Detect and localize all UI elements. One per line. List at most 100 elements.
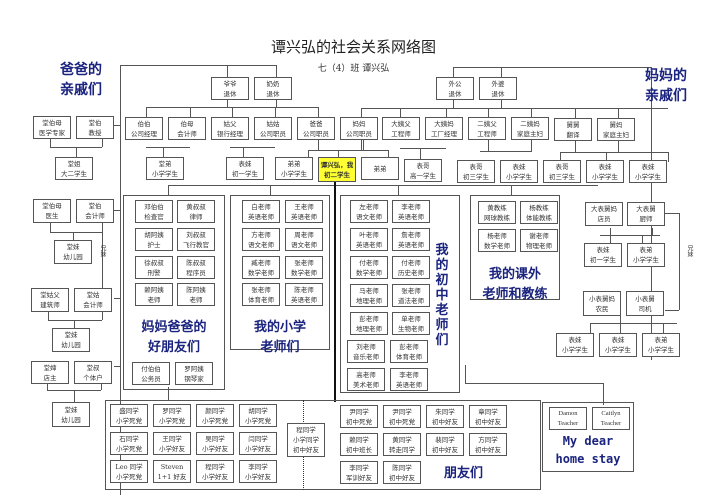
parents-friend: 胡阿姨护士 <box>135 228 173 251</box>
primary-friend: 李同学小学好友 <box>239 460 277 483</box>
node-gugu: 姑姑公司职员 <box>254 117 292 140</box>
middle-friend: 黄同学转走同学 <box>383 433 421 456</box>
node-tang-gu: 堂姑会计师 <box>74 288 112 312</box>
node-biaomei-4: 表妹小学学生 <box>629 160 667 183</box>
primary-teachers-group <box>230 195 330 350</box>
primary-friend: 程同学小学好友 <box>196 460 234 483</box>
node-tang-bo: 堂伯教授 <box>76 116 114 139</box>
primary-teacher: 臧老师数学老师 <box>242 256 280 279</box>
primary-friend: 王同学小学好友 <box>153 432 191 455</box>
node-tang-mei-2: 堂妹幼儿园 <box>52 328 90 352</box>
label-primary-teachers: 我的小学老师们 <box>253 320 306 355</box>
node-grandpa: 爷爷退休 <box>211 77 249 100</box>
node-tang-mei-3: 堂妹幼儿园 <box>52 402 90 427</box>
node-da-biaojiu: 大表舅厨师 <box>627 202 665 226</box>
node-biaoge-1: 表哥高一学生 <box>404 159 442 182</box>
node-tang-shen: 堂婶店主 <box>31 361 69 384</box>
extra-teacher: 谢老师物理老师 <box>520 229 558 252</box>
primary-friend: Leo 同学小学死党 <box>110 460 148 483</box>
node-dad: 爸爸公司职员 <box>297 117 335 140</box>
node-biaodi-2: 表弟小学学生 <box>642 333 680 357</box>
node-da-biaojiuma: 大表舅妈店员 <box>585 202 623 226</box>
parents-friend: 陈阿姨老师 <box>177 283 215 306</box>
primary-friend: 石同学小学死党 <box>110 432 148 455</box>
extra-teacher: 杨教练体能教练 <box>520 201 558 224</box>
homestay-group <box>542 402 634 472</box>
diagram-title: 谭兴弘的社会关系网络图 <box>270 38 436 56</box>
node-eryifu: 二姨父工程师 <box>468 117 506 140</box>
node-biaodi-1: 表弟小学学生 <box>627 243 665 267</box>
node-biao-sister-1: 表妹初一学生 <box>226 157 264 180</box>
primary-friend: 闫同学小学好友 <box>239 432 277 455</box>
siblings-note-right: 兄妹 <box>686 245 693 257</box>
node-waigong: 外公退休 <box>436 77 474 100</box>
middle-friend: 尹同学初中死党 <box>340 405 378 428</box>
primary-teacher: 周老师语文老师 <box>285 228 323 251</box>
primary-friend: 颜同学小学死党 <box>196 404 234 427</box>
middle-teacher: 李老师英语老师 <box>390 368 428 391</box>
node-biaoge-2: 表哥初三学生 <box>457 160 495 183</box>
node-waipo: 外婆退休 <box>479 77 517 100</box>
label-middle-teachers: 我的初中老师们 <box>435 243 449 348</box>
middle-teacher: 付老师历史老师 <box>392 256 430 279</box>
middle-teacher: 高老师美术老师 <box>347 368 385 391</box>
node-tang-bomu2: 堂伯母医生 <box>33 199 71 223</box>
friends-group <box>105 400 541 490</box>
middle-teacher: 詹老师英语老师 <box>392 228 430 251</box>
node-me: 谭兴弘，我初二学生 <box>318 157 356 182</box>
node-uncle-bo: 伯伯公司经理 <box>125 117 163 140</box>
middle-friend: 裴同学初中好友 <box>426 433 464 456</box>
node-tang-gufu: 堂姑父建筑师 <box>31 288 69 312</box>
middle-friend: 章同学初中好友 <box>469 405 507 428</box>
parents-friend: 黄叔叔律师 <box>177 200 215 223</box>
primary-friend: 盛同学小学死党 <box>110 404 148 427</box>
node-gufu: 姑父银行经理 <box>211 117 249 140</box>
parents-friend: 刘叔叔飞行教官 <box>177 228 215 251</box>
middle-teacher: 刘老师音乐老师 <box>347 340 385 363</box>
extra-teacher: 杨老师数学老师 <box>478 229 516 252</box>
middle-teacher: 左老师语文老师 <box>350 200 388 223</box>
node-biaomei-7: 表妹小学学生 <box>599 333 637 357</box>
label-extra-teachers: 我的课外老师和教练 <box>482 267 548 302</box>
primary-friend: 罗同学小学死党 <box>153 404 191 427</box>
parents-friend: 付伯伯公务员 <box>132 362 170 385</box>
diagram-subtitle: 七（4）班 谭兴弘 <box>317 64 390 74</box>
node-tang-jie: 堂姐大二学生 <box>55 157 93 180</box>
label-dad-relatives: 爸爸的亲戚们 <box>60 62 102 98</box>
middle-friend: 陈同学初中好友 <box>383 461 421 484</box>
bridge-friend: 程同学小学同学初中好友 <box>287 423 325 457</box>
extra-teacher: 黄教练网球教练 <box>478 201 516 224</box>
extra-teachers-group <box>470 195 560 300</box>
node-biaoge-3: 表哥初三学生 <box>543 160 581 183</box>
parents-friends-group <box>123 195 225 390</box>
primary-teacher: 张老师数学老师 <box>285 256 323 279</box>
node-aunt-bomu: 伯母会计师 <box>168 117 206 140</box>
label-mom-relatives: 妈妈的亲戚们 <box>645 68 687 104</box>
node-biaomei-2: 表妹小学学生 <box>500 160 538 183</box>
node-tang-mei-1: 堂妹幼儿园 <box>54 240 92 264</box>
parents-friend: 罗阿姨钢琴家 <box>175 362 213 385</box>
node-biaomei-5: 表妹初一学生 <box>584 243 622 267</box>
middle-teacher: 彭老师体育老师 <box>390 340 428 363</box>
middle-teachers-group <box>340 195 460 393</box>
primary-friend: 胡同学小学死党 <box>239 404 277 427</box>
node-xiao-biaojiu: 小表舅司机 <box>626 291 664 316</box>
siblings-note-left: 兄妹 <box>99 245 106 257</box>
node-biaomei-3: 表妹小学学生 <box>586 160 624 183</box>
middle-friend: 方同学初中好友 <box>469 433 507 456</box>
node-brother-di2: 弟弟 <box>361 157 399 180</box>
node-jiujiu: 舅舅翻译 <box>554 118 592 141</box>
node-tang-bo2: 堂伯会计师 <box>76 199 114 223</box>
middle-teacher: 叶老师英语老师 <box>350 228 388 251</box>
middle-teacher: 马老师地理老师 <box>350 284 388 307</box>
node-dayima: 大姨妈工厂经理 <box>425 117 463 140</box>
label-parents-friends: 妈妈爸爸的好朋友们 <box>141 320 207 355</box>
node-tang-brother-1: 堂弟小学学生 <box>146 157 184 180</box>
middle-teacher: 张老师道法老师 <box>392 284 430 307</box>
node-brother-di: 弟弟小学学生 <box>275 157 313 180</box>
middle-friend: 尹同学初中死党 <box>383 405 421 428</box>
parents-friend: 徐叔叔刑警 <box>135 256 173 279</box>
